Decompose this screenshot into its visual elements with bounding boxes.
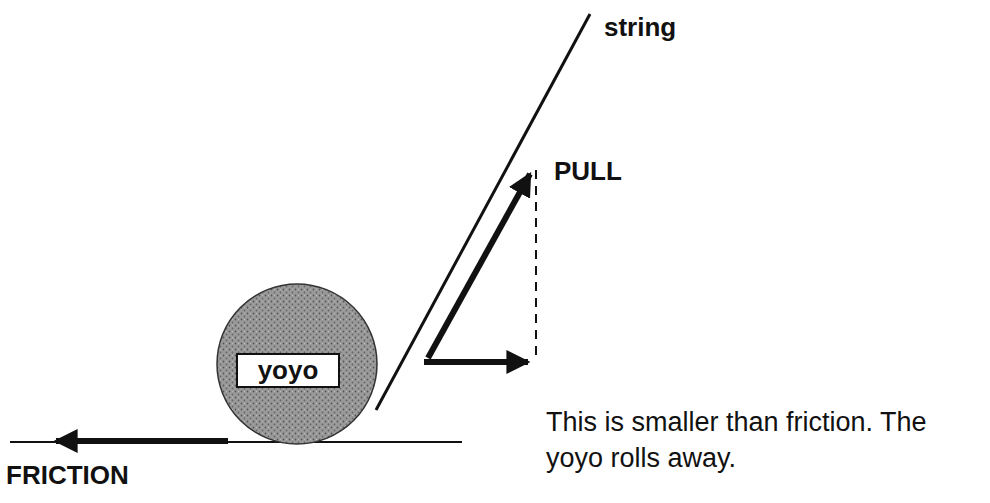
force-label: PULL <box>554 154 622 189</box>
force-label: FRICTION <box>6 458 129 493</box>
part-label: string <box>604 10 676 45</box>
ground-line <box>10 441 462 443</box>
note-text: This is smaller than friction. The yoyo … <box>546 404 982 477</box>
horizontal-component-arrow <box>424 359 528 365</box>
node-text: yoyo <box>258 355 319 386</box>
label-box: yoyo <box>236 353 340 388</box>
friction-arrow <box>56 438 228 444</box>
pull-arrow <box>428 174 530 358</box>
string-line <box>376 14 590 410</box>
yoyo-disc <box>217 284 377 444</box>
dashed-line <box>535 170 537 358</box>
